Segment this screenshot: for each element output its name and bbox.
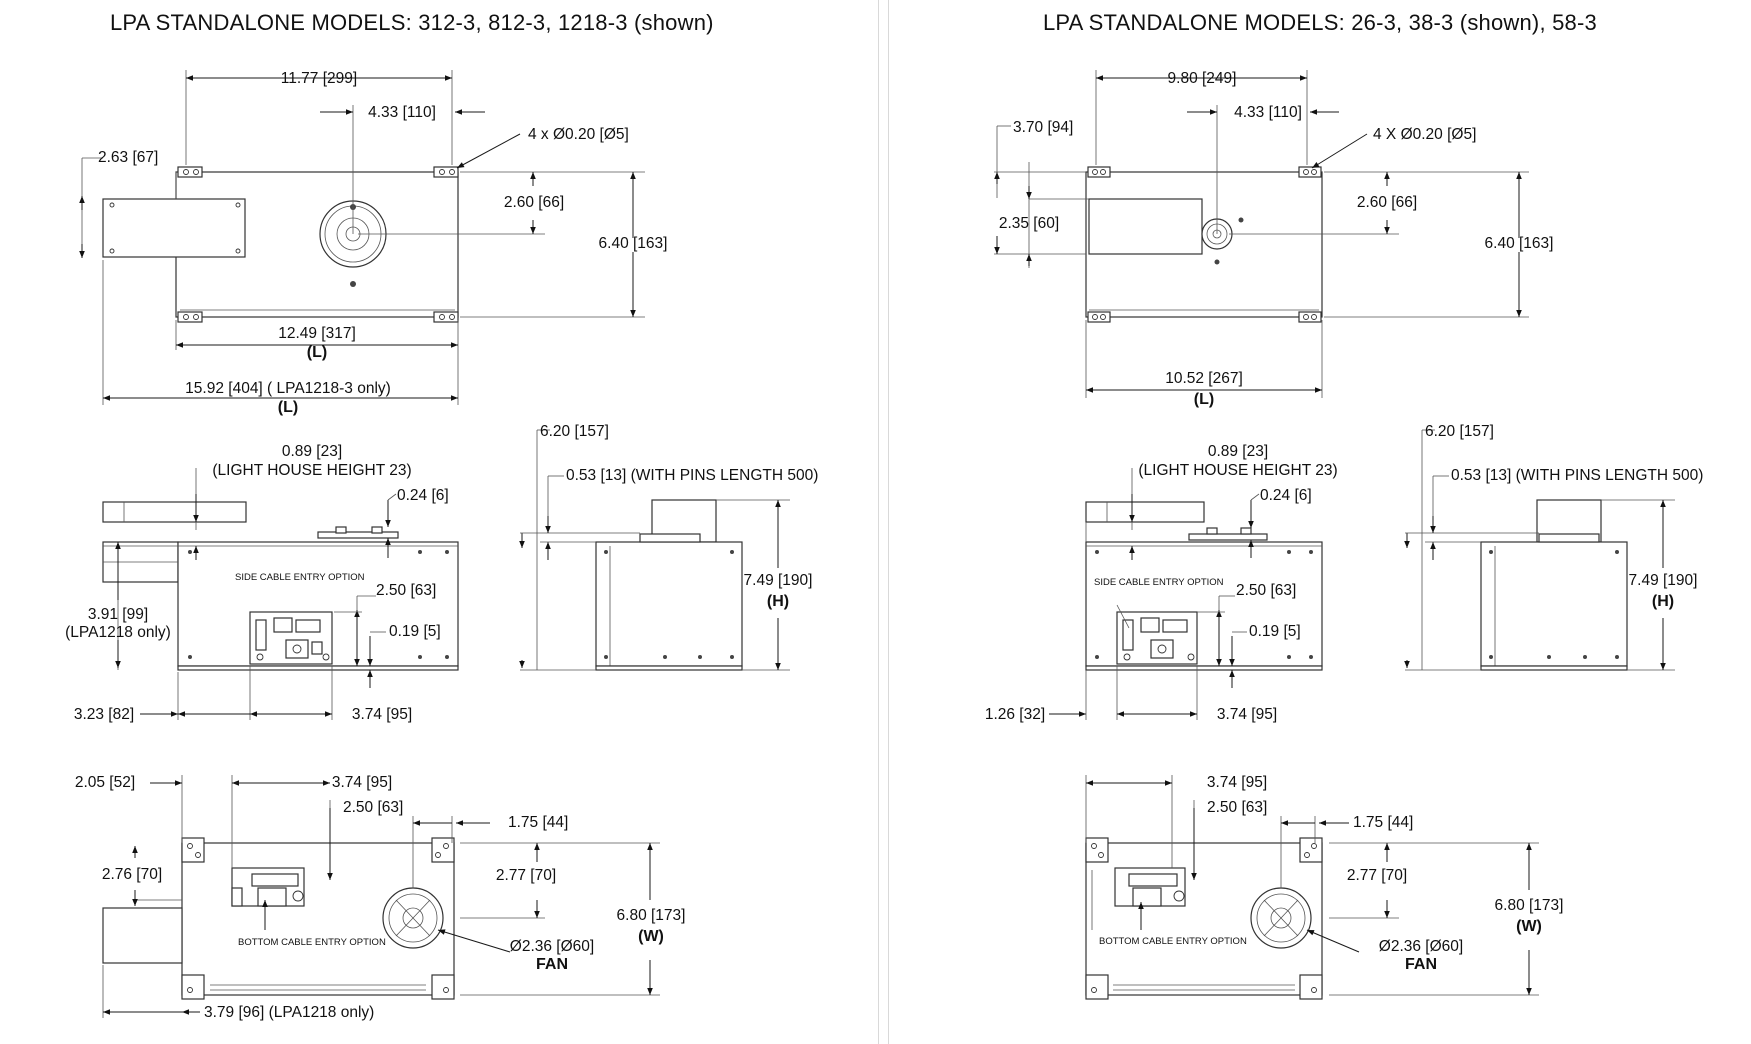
right-bottom-width-tag: (W) bbox=[1516, 918, 1542, 935]
right-bottom-dim-175: 1.75 [44] bbox=[1353, 814, 1413, 831]
right-top-fan-offset: 4.33 [110] bbox=[1234, 104, 1302, 121]
left-top-fan-height: 2.60 [66] bbox=[504, 194, 564, 211]
left-bottom-width-tag: (W) bbox=[638, 928, 664, 945]
left-bottom-dim-276: 2.76 [70] bbox=[102, 866, 162, 883]
right-end-height: 7.49 [190] bbox=[1629, 572, 1698, 589]
left-bottom-dim-379: 3.79 [96] (LPA1218 only) bbox=[204, 1004, 374, 1021]
right-side-view: 0.89 [23] (LIGHT HOUSE HEIGHT 23) 0.24 [… bbox=[985, 443, 1338, 723]
right-top-holes: 4 X Ø0.20 [Ø5] bbox=[1373, 126, 1476, 143]
left-bottom-dim-277: 2.77 [70] bbox=[496, 867, 556, 884]
left-side-height-lh-note: (LPA1218 only) bbox=[65, 624, 171, 641]
right-top-overall-width: 9.80 [249] bbox=[1168, 70, 1237, 87]
right-top-depth: 6.40 [163] bbox=[1485, 235, 1554, 252]
left-side-dim-323: 3.23 [82] bbox=[74, 706, 134, 723]
left-bottom-dim-250: 2.50 [63] bbox=[343, 799, 403, 816]
right-side-light-house-height: 0.89 [23] bbox=[1208, 443, 1268, 460]
right-drawing: 9.80 [249] 3.70 [94] 4.33 [110] 4 X Ø0.2… bbox=[985, 70, 1703, 1000]
left-end-height: 7.49 [190] bbox=[744, 572, 813, 589]
left-bottom-fan-dia: Ø2.36 [Ø60] bbox=[510, 938, 594, 955]
left-bottom-cable-option: BOTTOM CABLE ENTRY OPTION bbox=[238, 937, 386, 948]
right-top-length: 10.52 [267] bbox=[1165, 370, 1243, 387]
left-side-view: 0.89 [23] (LIGHT HOUSE HEIGHT 23) 0.24 [… bbox=[65, 443, 459, 723]
left-top-fan-offset: 4.33 [110] bbox=[368, 104, 436, 121]
left-top-overall-width: 11.77 [299] bbox=[281, 70, 357, 87]
right-side-dim-374: 3.74 [95] bbox=[1217, 706, 1277, 723]
left-side-dim-019: 0.19 [5] bbox=[389, 623, 441, 640]
left-top-total-length-tag: (L) bbox=[278, 399, 298, 416]
right-end-dim-053: 0.53 [13] (WITH PINS LENGTH 500) bbox=[1451, 467, 1703, 484]
left-side-small-dim: 0.24 [6] bbox=[397, 487, 449, 504]
left-bottom-fan-label: FAN bbox=[536, 956, 568, 973]
left-side-dim-250: 2.50 [63] bbox=[376, 582, 436, 599]
left-side-height-lh: 3.91 [99] bbox=[88, 606, 148, 623]
right-end-view: 6.20 [157] 0.53 [13] (WITH PINS LENGTH 5… bbox=[1404, 423, 1703, 671]
left-side-cable-option: SIDE CABLE ENTRY OPTION bbox=[235, 572, 365, 583]
right-top-left-offset: 3.70 [94] bbox=[1013, 119, 1073, 136]
right-end-dim-620: 6.20 [157] bbox=[1425, 423, 1494, 440]
left-side-light-house-note: (LIGHT HOUSE HEIGHT 23) bbox=[212, 462, 411, 479]
right-bottom-cable-option: BOTTOM CABLE ENTRY OPTION bbox=[1099, 936, 1247, 947]
left-end-view: 6.20 [157] 0.53 [13] (WITH PINS LENGTH 5… bbox=[519, 423, 818, 671]
right-bottom-width: 6.80 [173] bbox=[1495, 897, 1564, 914]
right-side-cable-option: SIDE CABLE ENTRY OPTION bbox=[1094, 577, 1224, 588]
right-bottom-dim-277: 2.77 [70] bbox=[1347, 867, 1407, 884]
right-top-view: 9.80 [249] 3.70 [94] 4.33 [110] 4 X Ø0.2… bbox=[994, 70, 1553, 408]
left-end-dim-053: 0.53 [13] (WITH PINS LENGTH 500) bbox=[566, 467, 818, 484]
left-panel-title: LPA STANDALONE MODELS: 312-3, 812-3, 121… bbox=[110, 10, 714, 35]
left-end-height-tag: (H) bbox=[767, 593, 789, 610]
right-end-height-tag: (H) bbox=[1652, 593, 1674, 610]
left-side-dim-374: 3.74 [95] bbox=[352, 706, 412, 723]
left-bottom-width: 6.80 [173] bbox=[617, 907, 686, 924]
right-side-dim-250: 2.50 [63] bbox=[1236, 582, 1296, 599]
right-side-light-house-note: (LIGHT HOUSE HEIGHT 23) bbox=[1138, 462, 1337, 479]
left-bottom-view: 2.05 [52] 3.74 [95] 2.50 [63] 1.75 [44] … bbox=[75, 774, 686, 1021]
left-side-light-house-height: 0.89 [23] bbox=[282, 443, 342, 460]
left-top-left-offset: 2.63 [67] bbox=[98, 149, 158, 166]
right-drawing-panel: LPA STANDALONE MODELS: 26-3, 38-3 (shown… bbox=[888, 0, 1751, 1044]
left-top-length: 12.49 [317] bbox=[278, 325, 356, 342]
left-top-holes: 4 x Ø0.20 [Ø5] bbox=[528, 126, 629, 143]
right-top-left-height: 2.35 [60] bbox=[999, 215, 1059, 232]
right-bottom-view: 3.74 [95] 2.50 [63] 1.75 [44] 2.77 [70] … bbox=[1085, 774, 1564, 1000]
right-bottom-dim-250: 2.50 [63] bbox=[1207, 799, 1267, 816]
right-bottom-fan-dia: Ø2.36 [Ø60] bbox=[1379, 938, 1463, 955]
left-bottom-dim-205: 2.05 [52] bbox=[75, 774, 135, 791]
left-bottom-dim-175: 1.75 [44] bbox=[508, 814, 568, 831]
right-side-dim-126: 1.26 [32] bbox=[985, 706, 1045, 723]
right-bottom-dim-374: 3.74 [95] bbox=[1207, 774, 1267, 791]
right-top-length-tag: (L) bbox=[1194, 391, 1214, 408]
left-bottom-dim-374: 3.74 [95] bbox=[332, 774, 392, 791]
left-drawing-panel: LPA STANDALONE MODELS: 312-3, 812-3, 121… bbox=[65, 0, 879, 1044]
right-side-dim-019: 0.19 [5] bbox=[1249, 623, 1301, 640]
right-panel-title: LPA STANDALONE MODELS: 26-3, 38-3 (shown… bbox=[1043, 10, 1597, 35]
left-top-depth: 6.40 [163] bbox=[599, 235, 668, 252]
left-drawing: 11.77 [299] 4.33 [110] 4 x Ø0.20 [Ø5] 2.… bbox=[65, 70, 818, 1021]
left-end-dim-620: 6.20 [157] bbox=[540, 423, 609, 440]
right-top-fan-height: 2.60 [66] bbox=[1357, 194, 1417, 211]
right-side-small-dim: 0.24 [6] bbox=[1260, 487, 1312, 504]
left-top-length-tag: (L) bbox=[307, 344, 327, 361]
right-bottom-fan-label: FAN bbox=[1405, 956, 1437, 973]
left-top-view: 11.77 [299] 4.33 [110] 4 x Ø0.20 [Ø5] 2.… bbox=[79, 70, 668, 416]
left-top-total-length: 15.92 [404] ( LPA1218-3 only) bbox=[185, 380, 391, 397]
